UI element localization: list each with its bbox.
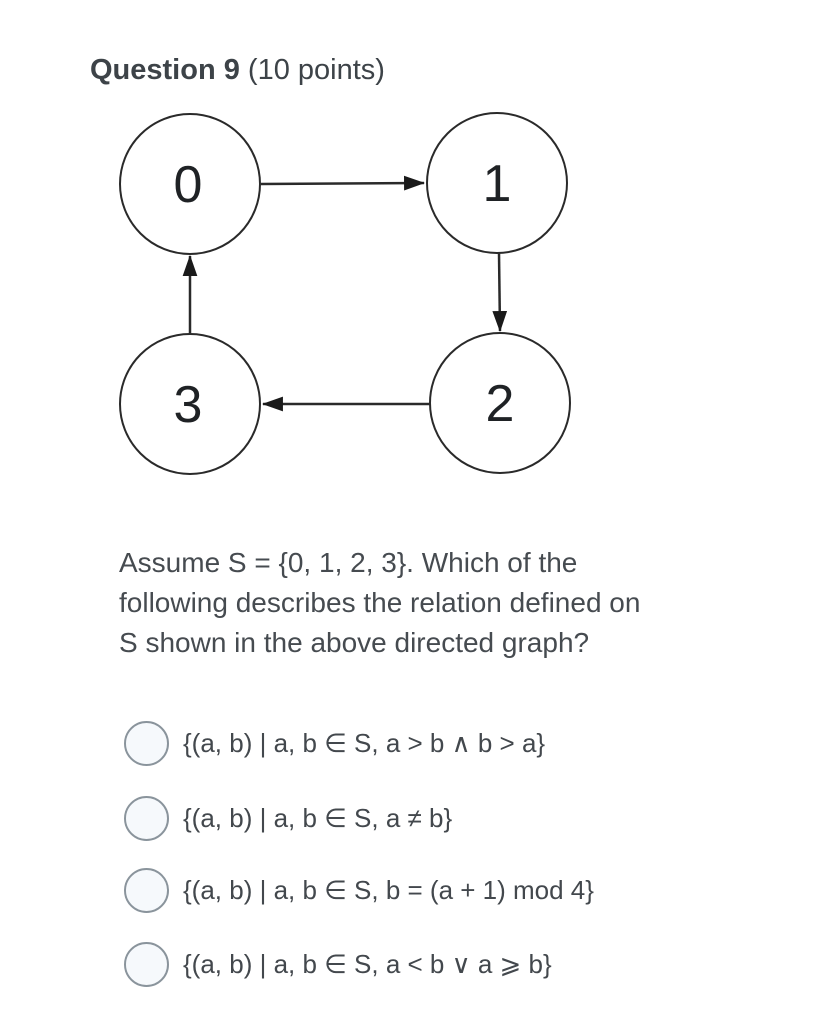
option-2-label[interactable]: {(a, b) | a, b ∈ S, a ≠ b} <box>183 802 453 833</box>
directed-graph: 0 1 2 3 <box>119 112 571 475</box>
option-1-label[interactable]: {(a, b) | a, b ∈ S, a > b ∧ b > a} <box>183 727 546 758</box>
question-text-line: S shown in the above directed graph? <box>119 627 590 658</box>
graph-node-0-label: 0 <box>174 156 203 214</box>
answer-option-2[interactable]: {(a, b) | a, b ∈ S, a ≠ b} <box>124 795 452 841</box>
option-3-radio[interactable] <box>124 867 169 913</box>
graph-node-3-circle <box>119 333 261 475</box>
graph-node-1-label: 1 <box>483 155 512 213</box>
graph-node-2-label: 2 <box>486 375 515 433</box>
question-number: Question 9 <box>90 54 240 86</box>
graph-node-2-circle <box>429 332 571 474</box>
graph-node-1-circle <box>426 112 568 254</box>
edge-1-to-2 <box>492 252 508 333</box>
option-4-label[interactable]: {(a, b) | a, b ∈ S, a < b ∨ a ⩾ b} <box>183 948 552 979</box>
option-4-radio[interactable] <box>124 941 169 987</box>
graph-node-3-label: 3 <box>174 376 203 434</box>
question-text-line: Assume S = {0, 1, 2, 3}. Which of the <box>119 547 578 578</box>
question-text: Assume S = {0, 1, 2, 3}. Which of the fo… <box>119 543 640 663</box>
question-points: (10 points) <box>239 54 385 86</box>
option-2-radio[interactable] <box>124 795 169 841</box>
answer-option-3[interactable]: {(a, b) | a, b ∈ S, b = (a + 1) mod 4} <box>124 867 594 913</box>
question-header: Question 9 (10 points) <box>90 52 385 88</box>
option-1-radio[interactable] <box>124 720 169 766</box>
graph-node-0-circle <box>119 113 261 255</box>
answer-option-4[interactable]: {(a, b) | a, b ∈ S, a < b ∨ a ⩾ b} <box>124 941 552 987</box>
option-3-label[interactable]: {(a, b) | a, b ∈ S, b = (a + 1) mod 4} <box>183 874 594 905</box>
answer-option-1[interactable]: {(a, b) | a, b ∈ S, a > b ∧ b > a} <box>124 720 545 766</box>
edge-0-to-1 <box>260 175 426 191</box>
question-text-line: following describes the relation defined… <box>119 587 641 618</box>
